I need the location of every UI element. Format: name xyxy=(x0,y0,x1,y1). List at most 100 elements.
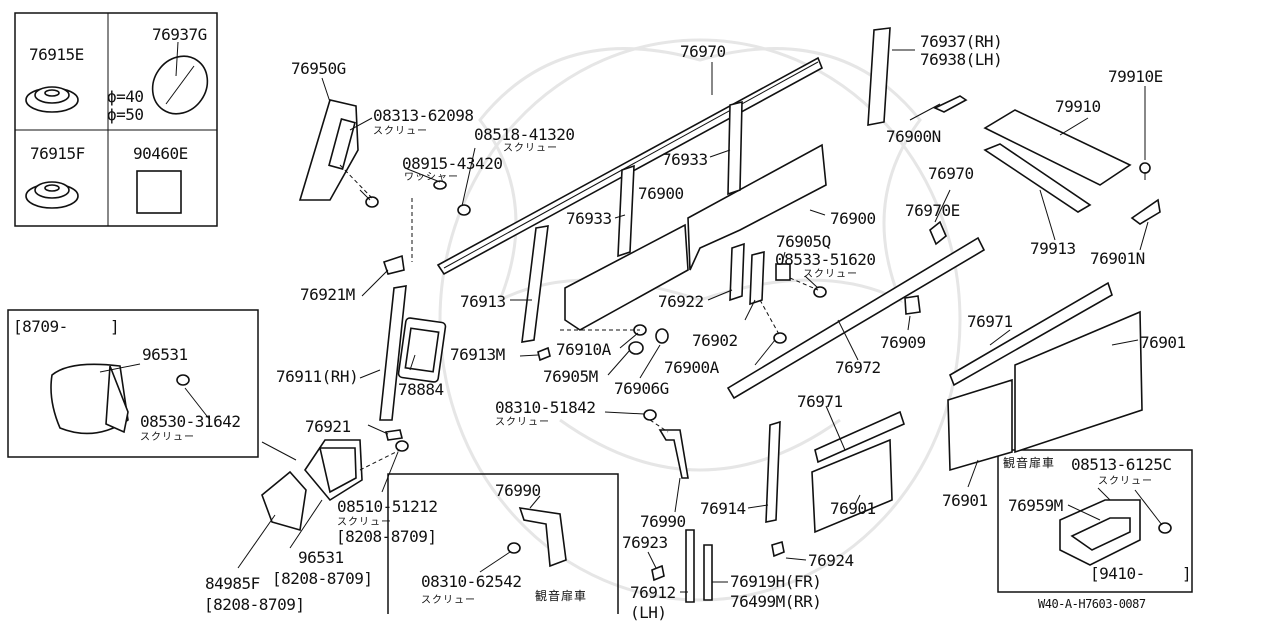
callout-08310-51842: 08310-51842 xyxy=(495,398,596,417)
callout-76901-a: 76901 xyxy=(1140,333,1186,352)
callout-76970-b: 76970 xyxy=(928,164,974,183)
callout-08533-51620: 08533-51620 xyxy=(775,250,876,269)
callout-76906G: 76906G xyxy=(614,379,669,398)
kana-screw-08518: スクリュー xyxy=(503,143,558,154)
callout-79913: 79913 xyxy=(1030,239,1076,258)
callout-76921M: 76921M xyxy=(300,285,355,304)
callout-76919H-fr: 76919H(FR) xyxy=(730,572,822,591)
bracket-76901N xyxy=(1130,198,1161,225)
grommet-76915F xyxy=(25,181,79,209)
clip-76905Q xyxy=(775,263,791,281)
grommet-76915E xyxy=(25,86,79,113)
clip-76923 xyxy=(651,564,665,582)
pillar-76911 xyxy=(379,285,407,421)
callout-76900A: 76900A xyxy=(664,358,719,377)
callout-90460E: 90460E xyxy=(133,144,188,163)
callout-76971-b: 76971 xyxy=(797,392,843,411)
grille-76959M xyxy=(1059,499,1141,566)
kana-screw-08533: スクリュー xyxy=(803,269,858,280)
callout-76937G: 76937G xyxy=(152,25,207,44)
callout-76912: 76912 xyxy=(630,583,676,602)
screw-08313 xyxy=(359,189,379,208)
callout-08313-62098: 08313-62098 xyxy=(373,106,474,125)
callout-76990-b: 76990 xyxy=(640,512,686,531)
panel-76901-mid xyxy=(811,438,893,534)
rail-76971-right xyxy=(949,281,1113,387)
rail-76972 xyxy=(726,236,986,400)
inset-lamp-frame xyxy=(7,309,259,458)
callout-76923: 76923 xyxy=(622,533,668,552)
washer-08915 xyxy=(433,180,447,190)
callout-79910: 79910 xyxy=(1055,97,1101,116)
callout-76913M: 76913M xyxy=(450,345,505,364)
callout-76914: 76914 xyxy=(700,499,746,518)
panel-76901-left xyxy=(947,378,1013,472)
callout-76972: 76972 xyxy=(835,358,881,377)
strip-76914 xyxy=(765,420,781,523)
callout-9410-close: ] xyxy=(1182,564,1192,583)
callout-8208-8709-b: [8208-8709] xyxy=(272,569,373,588)
dashed-leaders xyxy=(339,164,819,471)
strip-76912 xyxy=(685,529,695,603)
callout-76970E: 76970E xyxy=(905,201,960,220)
callout-lh: (LH) xyxy=(630,603,667,622)
callout-76924: 76924 xyxy=(808,551,854,570)
callout-76901-b: 76901 xyxy=(830,499,876,518)
callout-08518-41320: 08518-41320 xyxy=(474,125,575,144)
callout-76915E: 76915E xyxy=(29,45,84,64)
screw-76900A xyxy=(773,332,787,344)
callout-76905M: 76905M xyxy=(543,367,598,386)
bar-79913 xyxy=(983,143,1092,213)
kana-screw-08310-b: スクリュー xyxy=(421,595,476,606)
callout-phi50: ϕ=50 xyxy=(107,105,144,124)
lamp-96531 xyxy=(304,439,363,502)
panel-76900-left xyxy=(564,223,689,331)
panel-79910 xyxy=(983,109,1132,186)
callout-76902: 76902 xyxy=(692,331,738,350)
kana-screw-08310-a: スクリュー xyxy=(495,417,550,428)
callout-8208-8709-a: [8208-8709] xyxy=(336,527,437,546)
callout-78884: 78884 xyxy=(398,380,444,399)
watermark xyxy=(438,38,962,602)
callout-76970: 76970 xyxy=(680,42,726,61)
callout-8709: [8709- xyxy=(13,317,68,336)
screw-08310-b xyxy=(507,542,521,554)
callout-08310-62542: 08310-62542 xyxy=(421,572,522,591)
kana-kannon-a: 観音扉車 xyxy=(535,589,588,603)
callout-08530-31642: 08530-31642 xyxy=(140,412,241,431)
strip-76933-b xyxy=(617,164,635,258)
bracket-76902 xyxy=(749,250,765,306)
inset-grommet-frame xyxy=(14,12,218,227)
nut-76905M xyxy=(628,341,644,355)
callout-76900-b: 76900 xyxy=(830,209,876,228)
bracket-76900N xyxy=(933,95,968,113)
bracket-slot xyxy=(328,118,356,170)
callout-76910A: 76910A xyxy=(556,340,611,359)
screw-08510 xyxy=(395,440,409,452)
kana-screw-08313: スクリュー xyxy=(373,126,428,137)
callout-08513-6125C: 08513-6125C xyxy=(1071,455,1172,474)
callout-76933-a: 76933 xyxy=(662,150,708,169)
inset-handle-frame xyxy=(387,473,619,614)
handle-76990 xyxy=(658,429,689,479)
callout-76905Q: 76905Q xyxy=(776,232,831,251)
screw-08530 xyxy=(176,374,190,386)
pad-90460E xyxy=(136,170,182,214)
handle-inset-76990 xyxy=(518,507,567,568)
kana-kannon-b: 観音扉車 xyxy=(1003,456,1056,470)
screw-08513 xyxy=(1158,522,1172,534)
callout-84985F: 84985F xyxy=(205,574,260,593)
callout-76959M: 76959M xyxy=(1008,496,1063,515)
callout-8208-8709-c: [8208-8709] xyxy=(204,595,305,614)
callout-8709-close: ] xyxy=(110,317,120,336)
callout-96531-a: 96531 xyxy=(142,345,188,364)
kana-screw-08510: スクリュー xyxy=(337,517,392,528)
callout-76933-b: 76933 xyxy=(566,209,612,228)
diagram-code: W40-A-H7603-0087 xyxy=(1038,597,1146,611)
screw-08518 xyxy=(457,204,471,216)
callout-9410: [9410- xyxy=(1090,564,1145,583)
callout-76909: 76909 xyxy=(880,333,926,352)
pillar-76937 xyxy=(867,27,891,126)
